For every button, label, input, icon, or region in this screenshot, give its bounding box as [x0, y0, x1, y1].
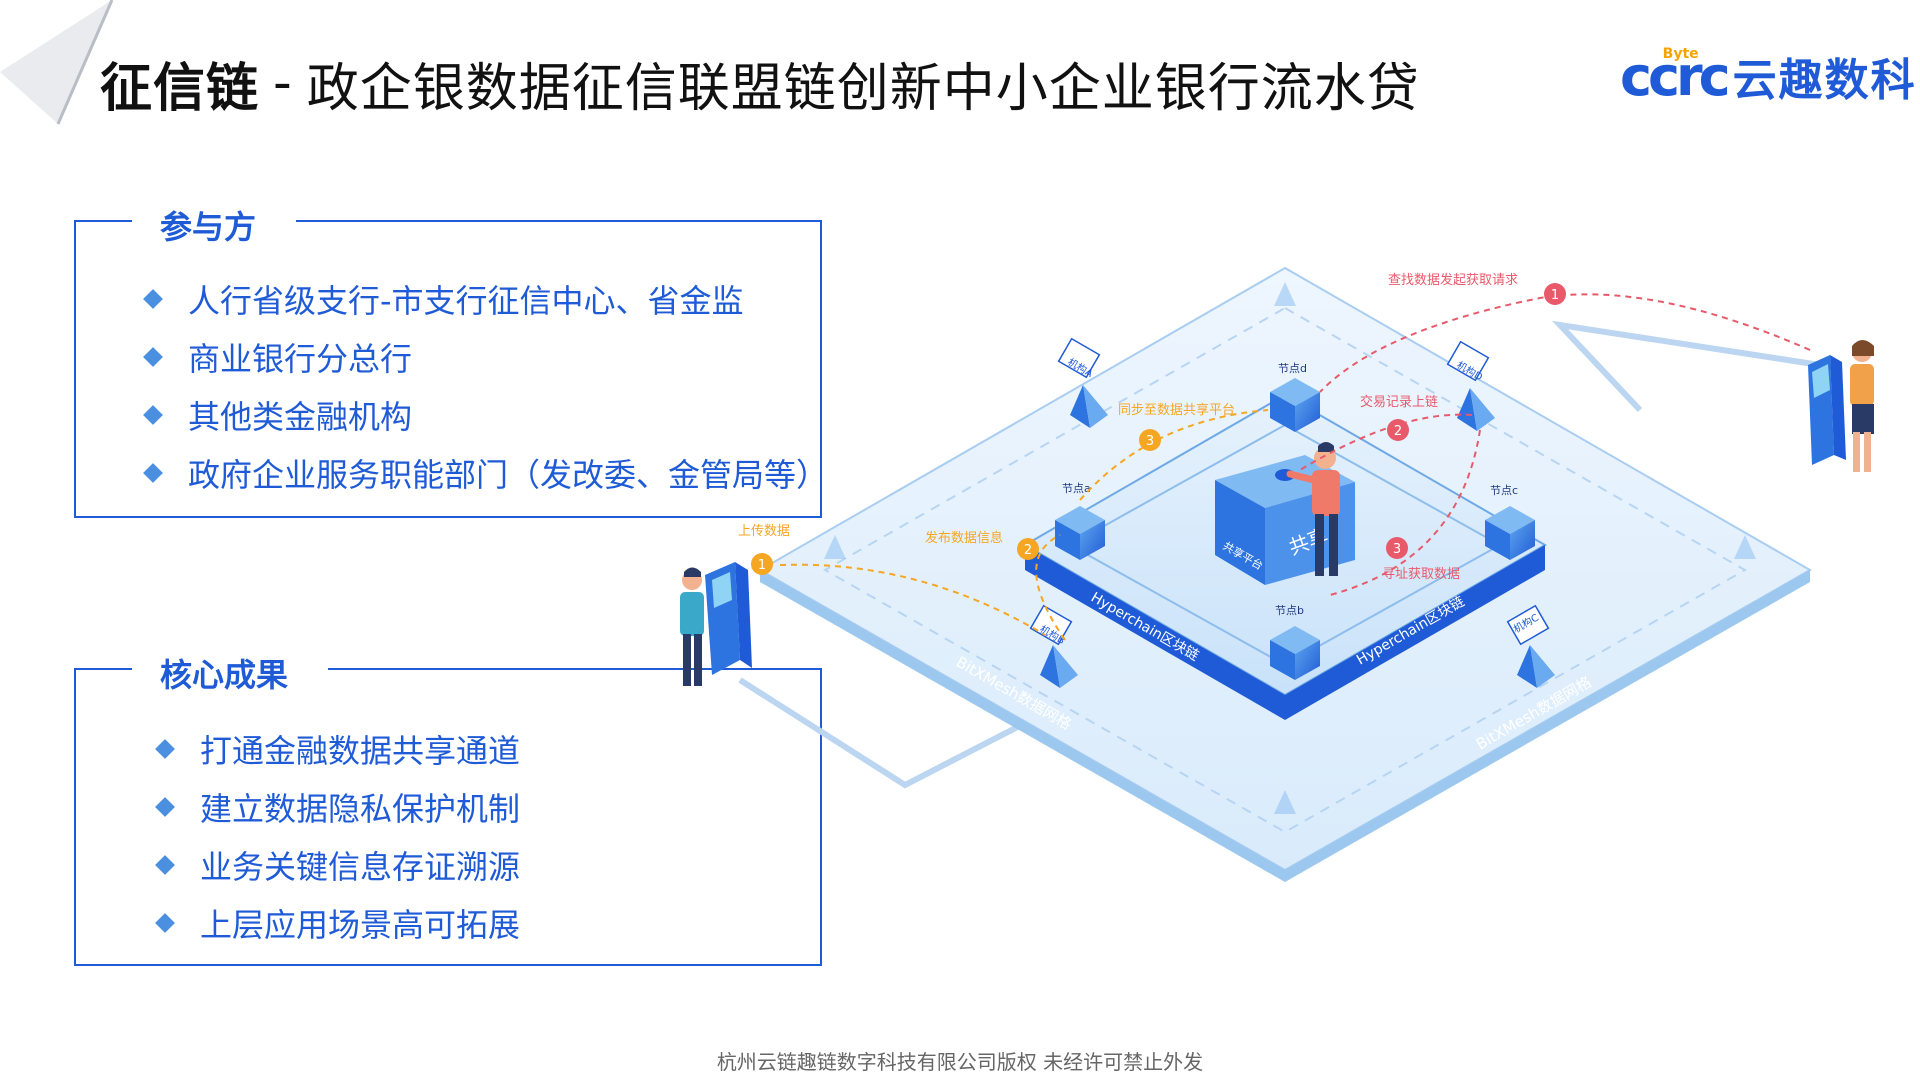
flow-upload — [779, 563, 1046, 636]
bullet-diamond-icon — [143, 405, 163, 425]
list-item: 政府企业服务职能部门（发改委、金管局等） — [143, 444, 828, 502]
bullet-diamond-icon — [155, 913, 175, 933]
copyright-footer: 杭州云链趣链数字科技有限公司版权 未经许可禁止外发 — [716, 1050, 1204, 1074]
page-title: 征信链 - 政企银数据征信联盟链创新中小企业银行流水贷 — [100, 48, 1420, 119]
list-item: 人行省级支行-市支行征信中心、省金监 — [143, 270, 828, 328]
node-label-c: 节点c — [1490, 484, 1518, 497]
step-label: 寻址获取数据 — [1382, 567, 1460, 582]
step-badge: 3 — [1139, 429, 1161, 451]
list-item: 其他类金融机构 — [143, 386, 828, 444]
svg-text:2: 2 — [1394, 424, 1402, 439]
person-operator — [1286, 442, 1340, 576]
institution-c — [1506, 604, 1555, 688]
bullet-diamond-icon — [143, 463, 163, 483]
bullet-diamond-icon — [155, 739, 175, 759]
shared-platform-top — [1215, 455, 1355, 508]
step-label: 上传数据 — [738, 524, 790, 539]
participants-box: 参与方 人行省级支行-市支行征信中心、省金监 商业银行分总行 其他类金融机构 政… — [74, 202, 828, 518]
flow-sync — [1079, 409, 1269, 501]
institution-d — [1446, 340, 1495, 431]
mesh-dashed-ring — [822, 306, 1748, 834]
participants-list: 人行省级支行-市支行征信中心、省金监 商业银行分总行 其他类金融机构 政府企业服… — [143, 270, 828, 502]
results-box: 核心成果 打通金融数据共享通道 建立数据隐私保护机制 业务关键信息存证溯源 上层… — [74, 650, 822, 966]
bullet-diamond-icon — [143, 347, 163, 367]
results-list: 打通金融数据共享通道 建立数据隐私保护机制 业务关键信息存证溯源 上层应用场景高… — [155, 720, 520, 952]
bullet-diamond-icon — [143, 289, 163, 309]
step-badge: 1 — [1544, 283, 1566, 305]
step-badge: 3 — [1386, 537, 1408, 559]
node-label-b: 节点b — [1275, 604, 1304, 617]
svg-text:2: 2 — [1024, 543, 1032, 558]
shared-platform-left — [1215, 480, 1265, 585]
node-cube-a — [1055, 506, 1105, 560]
kiosk-right — [1808, 340, 1874, 472]
node-cube-c — [1485, 506, 1535, 560]
corner-decoration — [0, 0, 114, 125]
list-item: 打通金融数据共享通道 — [155, 720, 520, 778]
node-label-a: 节点a — [1062, 482, 1091, 495]
node-cube-d — [1270, 378, 1320, 432]
list-item: 业务关键信息存证溯源 — [155, 836, 520, 894]
svg-text:1: 1 — [758, 558, 766, 573]
node-cube-b — [1270, 626, 1320, 680]
node-label-d: 节点d — [1278, 362, 1307, 375]
step-badge: 1 — [751, 553, 773, 575]
step-badge: 2 — [1387, 419, 1409, 441]
title-rest: 政企银数据征信联盟链创新中小企业银行流水贷 — [306, 58, 1420, 119]
blockchain-diagram: Hyperchain区块链 Hyperchain区块链 BitXMesh数据网格… — [680, 266, 1874, 882]
company-logo: ccrc Byte 云趣数科 — [1620, 44, 1917, 108]
participants-title: 参与方 — [132, 202, 297, 248]
kiosk-left — [680, 562, 752, 686]
step-label: 发布数据信息 — [925, 530, 1003, 546]
step-label: 查找数据发起获取请求 — [1388, 272, 1518, 288]
bullet-diamond-icon — [155, 797, 175, 817]
connector-line-right — [1551, 320, 1821, 413]
title-separator: - — [273, 53, 293, 113]
institution-b — [1029, 604, 1078, 688]
results-title: 核心成果 — [132, 650, 329, 696]
list-item: 上层应用场景高可拓展 — [155, 894, 520, 952]
svg-text:1: 1 — [1551, 288, 1559, 303]
institution-a — [1057, 337, 1108, 428]
connector-line-left — [738, 677, 1062, 789]
bullet-diamond-icon — [155, 855, 175, 875]
step-badge: 2 — [1017, 538, 1039, 560]
corner-pyramids — [824, 282, 1756, 814]
list-item: 建立数据隐私保护机制 — [155, 778, 520, 836]
svg-text:3: 3 — [1146, 434, 1154, 449]
title-bold: 征信链 — [100, 58, 260, 119]
svg-text:3: 3 — [1393, 542, 1401, 557]
logo-mark: ccrc — [1620, 44, 1731, 108]
flow-request — [1319, 293, 1811, 393]
step-label: 同步至数据共享平台 — [1118, 402, 1235, 418]
logo-sup: Byte — [1662, 46, 1699, 62]
list-item: 商业银行分总行 — [143, 328, 828, 386]
logo-text: 云趣数科 — [1732, 55, 1917, 106]
step-label: 交易记录上链 — [1360, 394, 1438, 410]
